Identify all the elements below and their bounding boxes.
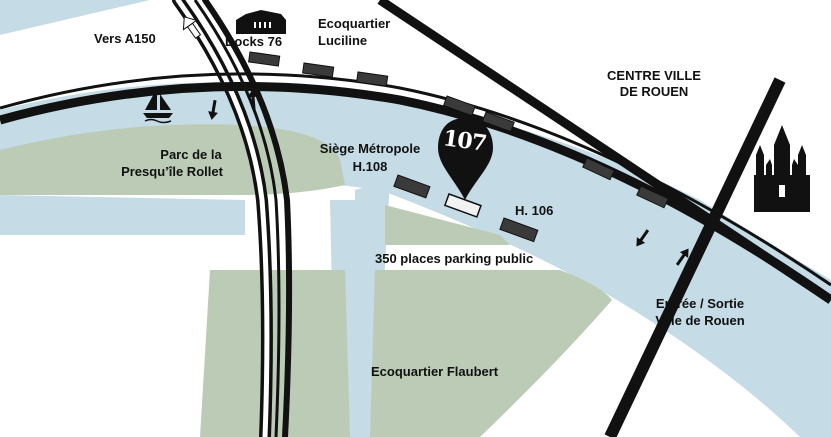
label-centre-ville-2: DE ROUEN: [619, 84, 689, 99]
label-entree-1: Entrée / Sortie: [655, 296, 745, 311]
label-entree-2: Ville de Rouen: [655, 313, 745, 328]
canal-branch: [355, 180, 390, 437]
label-siege-2: H.108: [352, 159, 388, 174]
park-ecoquartier-flaubert-east: [370, 270, 612, 437]
buildings: [248, 51, 669, 243]
sailboat-icon: [143, 88, 173, 124]
direction-arrow-icon: [182, 16, 689, 266]
railway: [172, 0, 293, 437]
marker-label: 107: [441, 125, 488, 157]
railway-inner: [193, 0, 281, 437]
road-centre-ville: [377, 0, 831, 304]
road-quai-north: [0, 81, 831, 304]
label-ecoquartier-luciline-2: Luciline: [318, 33, 368, 48]
road-bridge: [604, 77, 786, 437]
label-vers-a150: Vers A150: [94, 31, 156, 46]
location-pin-icon: [438, 118, 493, 200]
river-channel: [0, 195, 245, 235]
label-ecoquartier-luciline-1: Ecoquartier: [318, 16, 391, 31]
label-ecoquartier-flaubert: Ecoquartier Flaubert: [371, 364, 499, 379]
parking-area: [385, 205, 510, 245]
label-centre-ville-1: CENTRE VILLE: [607, 68, 701, 83]
water-top-left: [0, 0, 150, 35]
label-parking: 350 places parking public: [375, 251, 534, 266]
park-ecoquartier-flaubert: [200, 270, 350, 437]
road-quai-north-line: [0, 72, 831, 287]
cathedral-icon: [754, 125, 810, 212]
label-docks-76: Docks 76: [225, 34, 283, 49]
label-siege-1: Siège Métropole: [319, 141, 421, 156]
docks-building-icon: [236, 10, 286, 34]
label-parc-2: Presqu’île Rollet: [121, 164, 223, 179]
label-h106: H. 106: [515, 203, 554, 218]
label-parc-1: Parc de la: [160, 147, 222, 162]
